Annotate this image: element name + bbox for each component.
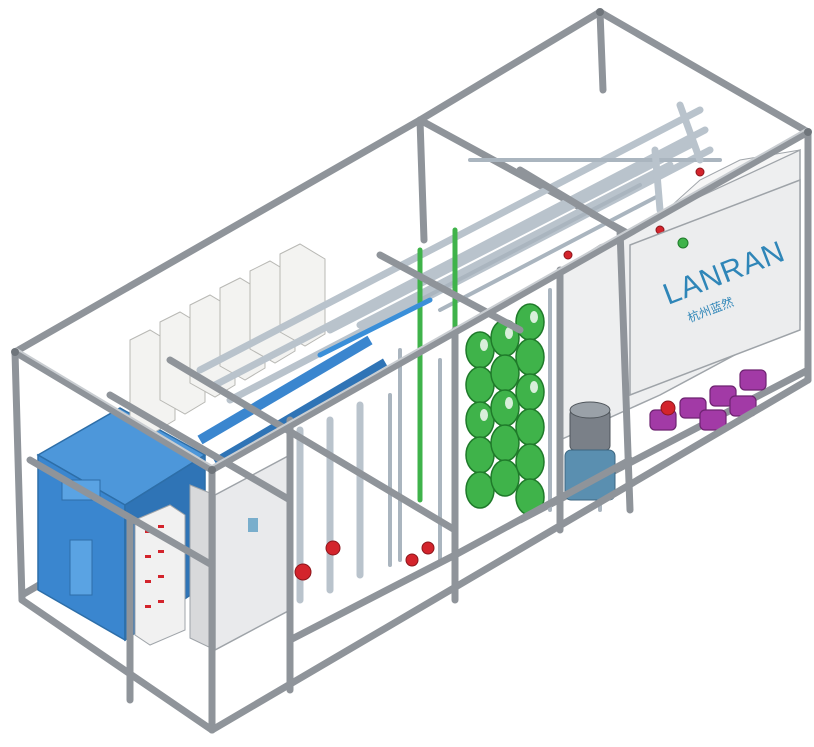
container-frame-front bbox=[11, 127, 812, 734]
dosing-pumps bbox=[649, 369, 767, 431]
control-cabinet bbox=[629, 178, 801, 397]
valves bbox=[294, 167, 705, 581]
membrane-modules bbox=[465, 303, 545, 516]
lifting-lugs bbox=[11, 8, 812, 474]
main-pump bbox=[564, 401, 616, 501]
